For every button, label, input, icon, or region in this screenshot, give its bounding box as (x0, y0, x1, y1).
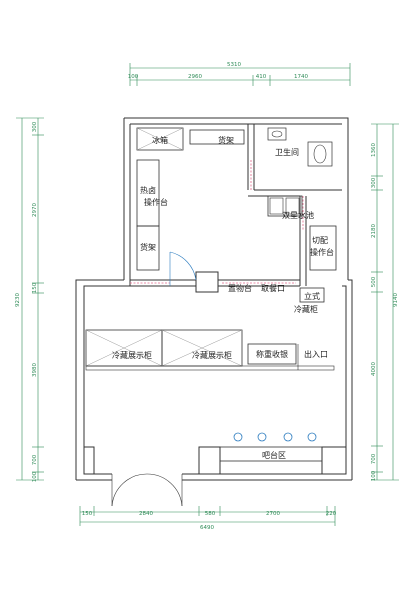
stool-icon (283, 432, 293, 442)
dim-bottom-seg-2: 2840 (139, 511, 153, 517)
dim-top-seg-3: 410 (256, 74, 267, 80)
dim-left-seg-6: 100 (32, 471, 38, 482)
shelf-left-label: 货架 (140, 242, 156, 252)
upright-fridge-label-1: 立式 (304, 291, 320, 301)
prep-station-label-1: 切配 (312, 236, 328, 245)
upright-fridge: 立式 冷藏柜 (294, 287, 325, 314)
stool-icon (307, 432, 317, 442)
entrance-doors (111, 473, 183, 507)
dim-bottom-seg-3: 580 (205, 511, 216, 517)
prep-station-label-2: 操作台 (310, 247, 334, 257)
double-sink: 双星水池 (267, 195, 314, 220)
braise-station: 热卤 操作台 (136, 159, 168, 227)
stool-icon (257, 432, 267, 442)
dim-top-total: 5310 (227, 62, 241, 68)
dim-right-seg-2: 300 (371, 177, 377, 188)
dim-top-seg-1: 100 (128, 74, 139, 80)
display-fridge-1: 冷藏展示柜 (85, 329, 163, 367)
dim-right-seg-4: 500 (371, 276, 377, 287)
upright-fridge-label-2: 冷藏柜 (294, 304, 318, 314)
shelf-left: 货架 (136, 225, 160, 271)
dim-bottom-seg-5: 220 (326, 511, 337, 517)
dim-top-seg-2: 2960 (188, 74, 202, 80)
display-fridge-2-label: 冷藏展示柜 (192, 350, 232, 360)
bar-counter: 吧台区 (219, 446, 323, 462)
dim-top-seg-4: 1740 (294, 74, 308, 80)
dim-right-seg-3: 2180 (371, 224, 377, 238)
dim-left-seg-2: 2970 (32, 203, 38, 217)
wall-openings (130, 160, 304, 284)
dim-right-seg-1: 1360 (371, 143, 377, 157)
weigh-checkout-label: 称重收银 (256, 349, 288, 359)
dim-bottom-total: 6490 (200, 525, 214, 531)
bar-area-label: 吧台区 (262, 450, 286, 460)
walls (75, 117, 353, 481)
restroom-label: 卫生间 (275, 147, 299, 157)
counter-strip (85, 365, 335, 371)
dimensions-top: 5310 100 2960 410 1740 (128, 62, 351, 86)
dim-left-total: 9230 (15, 293, 21, 307)
braise-station-label-1: 热卤 (140, 185, 156, 195)
display-fridge-2: 冷藏展示柜 (161, 329, 243, 367)
dim-bottom-seg-1: 150 (82, 511, 93, 517)
restroom: 卫生间 (267, 127, 333, 167)
dimensions-left: 9230 300 2970 150 3980 700 100 (15, 117, 44, 482)
dim-left-seg-1: 300 (32, 121, 38, 132)
double-sink-label: 双星水池 (282, 210, 314, 220)
dim-right-seg-5: 4000 (371, 362, 377, 376)
braise-station-label-2: 操作台 (144, 197, 168, 207)
dim-bottom-seg-4: 2700 (266, 511, 280, 517)
weigh-checkout: 称重收银 (247, 343, 297, 365)
prep-station: 切配 操作台 (309, 225, 337, 271)
storage-counter-label: 置物台 (228, 283, 252, 293)
dimensions-right: 9140 1360 300 2180 500 4000 700 100 (371, 123, 399, 481)
fridge-label: 冰箱 (152, 135, 168, 145)
dimensions-bottom: 150 2840 580 2700 220 6490 (79, 506, 337, 531)
pickup-window-label: 取餐口 (261, 284, 285, 293)
kitchen-door (169, 251, 197, 286)
entrance-exit-label: 出入口 (304, 349, 328, 359)
shelf-top: 货架 (189, 129, 245, 145)
dim-left-seg-5: 700 (32, 454, 38, 465)
stool-icon (233, 432, 243, 442)
dim-right-seg-7: 100 (371, 470, 377, 481)
fridge: 冰箱 (136, 127, 184, 151)
dim-left-seg-3: 150 (32, 282, 38, 293)
display-fridge-1-label: 冷藏展示柜 (112, 350, 152, 360)
bar-stools (233, 432, 317, 442)
dim-right-total: 9140 (393, 293, 399, 307)
dim-right-seg-6: 700 (371, 453, 377, 464)
dim-left-seg-4: 3980 (32, 363, 38, 377)
shelf-top-label: 货架 (218, 135, 234, 145)
